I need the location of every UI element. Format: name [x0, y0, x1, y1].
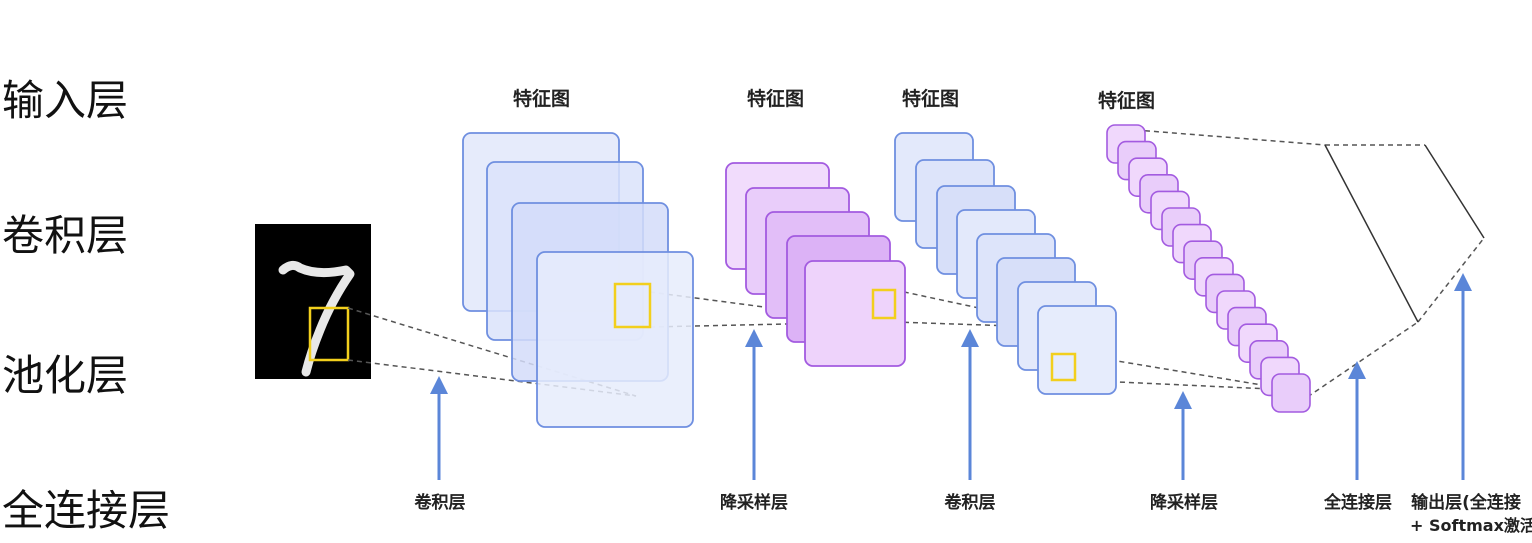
feature-map-title-3: 特征图: [902, 88, 960, 110]
pool1-feature-maps: [725, 162, 906, 367]
label-fc: 全连接层: [1324, 493, 1392, 513]
label-conv1: 卷积层: [414, 493, 466, 513]
legend-conv-layer: 卷积层: [2, 211, 129, 260]
input-image: [255, 224, 371, 379]
feature-map-title-2: 特征图: [747, 88, 805, 110]
label-pool1: 降采样层: [720, 493, 788, 513]
conv2-receptive-field: [1050, 352, 1077, 382]
conv1-feature-maps: [462, 132, 694, 428]
label-output-line2: + Softmax激活): [1410, 516, 1532, 535]
pool2-map: [1271, 373, 1311, 413]
feature-map-title-1: 特征图: [513, 88, 571, 110]
input-receptive-field: [308, 306, 350, 362]
label-conv2: 卷积层: [944, 493, 996, 513]
fc-connections: [1324, 144, 1485, 323]
label-pool2: 降采样层: [1150, 493, 1218, 513]
pool2-feature-maps: [1106, 124, 1311, 413]
layer-arrows: [430, 273, 1472, 480]
conv2-feature-maps: [894, 132, 1117, 395]
legend-input-layer: 输入层: [2, 76, 129, 125]
pool1-receptive-field: [871, 288, 897, 320]
conv1-receptive-field: [613, 282, 652, 329]
feature-map-title-4: 特征图: [1098, 90, 1156, 112]
legend-pool-layer: 池化层: [2, 351, 129, 400]
label-output-line1: 输出层(全连接: [1411, 493, 1521, 513]
legend-fc-layer: 全连接层: [2, 486, 171, 535]
